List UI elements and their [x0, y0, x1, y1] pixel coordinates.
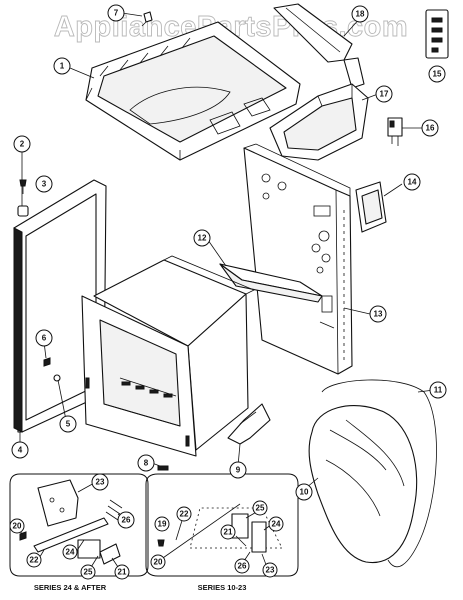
- inset-left-callout-26: 26: [117, 511, 135, 529]
- callout-6: 6: [35, 329, 53, 347]
- inset-right-callout-22: 22: [176, 506, 192, 522]
- inset-left-callout-21: 21: [114, 564, 130, 580]
- svg-text:2: 2: [20, 140, 25, 149]
- svg-text:25: 25: [256, 504, 265, 513]
- svg-text:14: 14: [408, 178, 417, 187]
- svg-text:12: 12: [198, 234, 207, 243]
- series-left-caption: SERIES 24 & AFTER: [34, 583, 107, 592]
- part-insulation: [308, 405, 418, 564]
- part-top-tray: [85, 21, 301, 161]
- part-control-strip: [425, 9, 449, 59]
- svg-text:11: 11: [434, 386, 443, 395]
- callout-13: 13: [369, 305, 387, 323]
- inset-right-callout-25: 25: [252, 500, 268, 516]
- inset-left-callout-22: 22: [26, 552, 42, 568]
- svg-text:26: 26: [238, 562, 247, 571]
- svg-text:17: 17: [380, 90, 389, 99]
- part-screw: [19, 179, 27, 194]
- part-screw-8: [157, 465, 169, 471]
- svg-text:18: 18: [356, 10, 365, 19]
- svg-text:6: 6: [42, 334, 47, 343]
- callout-9: 9: [229, 461, 247, 479]
- callout-18: 18: [351, 5, 369, 23]
- svg-text:25: 25: [84, 568, 93, 577]
- part-shelf-plate: [219, 263, 323, 303]
- inset-left-callout-25: 25: [80, 564, 96, 580]
- callout-3: 3: [35, 175, 53, 193]
- part-small-screws: [43, 357, 61, 382]
- svg-text:9: 9: [236, 466, 241, 475]
- part-rear-bracket: [273, 3, 365, 89]
- callout-2: 2: [13, 135, 31, 153]
- callout-4: 4: [11, 441, 29, 459]
- series-right-caption: SERIES 10-23: [198, 583, 247, 592]
- callout-1: 1: [53, 57, 71, 75]
- inset-right-callout-26: 26: [234, 558, 250, 574]
- part-vent-duct: [269, 83, 369, 161]
- svg-text:21: 21: [118, 568, 127, 577]
- svg-text:22: 22: [30, 556, 39, 565]
- svg-text:1: 1: [60, 62, 65, 71]
- part-side-panel: [243, 143, 353, 375]
- svg-text:19: 19: [158, 520, 167, 529]
- svg-text:20: 20: [13, 522, 22, 531]
- svg-text:20: 20: [154, 558, 163, 567]
- svg-text:15: 15: [433, 70, 442, 79]
- part-door-clip: [17, 205, 29, 217]
- callout-7: 7: [107, 4, 125, 22]
- svg-text:24: 24: [272, 520, 281, 529]
- svg-text:21: 21: [224, 528, 233, 537]
- inset-right-callout-24: 24: [268, 516, 284, 532]
- part-oven-cavity: [81, 255, 255, 457]
- callout-17: 17: [375, 85, 393, 103]
- svg-text:22: 22: [180, 510, 189, 519]
- callout-12: 12: [193, 229, 211, 247]
- part-switch: [387, 117, 403, 146]
- callout-11: 11: [429, 381, 447, 399]
- part-clip: [141, 11, 153, 27]
- inset-left-callout-20: 20: [9, 518, 25, 534]
- inset-right-callout-21: 21: [220, 524, 236, 540]
- svg-text:7: 7: [114, 9, 119, 18]
- inset-left-callout-24: 24: [62, 544, 78, 560]
- part-gasket: [321, 379, 437, 568]
- svg-text:10: 10: [300, 488, 309, 497]
- inset-right-callout-23: 23: [262, 562, 278, 578]
- callout-16: 16: [421, 119, 439, 137]
- inset-left-callout-23: 23: [91, 473, 109, 491]
- svg-text:5: 5: [66, 420, 71, 429]
- svg-text:16: 16: [426, 124, 435, 133]
- svg-text:3: 3: [42, 180, 47, 189]
- inset-right-callout-20: 20: [150, 554, 166, 570]
- svg-text:23: 23: [96, 478, 105, 487]
- svg-text:23: 23: [266, 566, 275, 575]
- callout-8: 8: [137, 454, 155, 472]
- inset-left: [9, 473, 149, 577]
- svg-text:4: 4: [18, 446, 23, 455]
- callout-14: 14: [403, 173, 421, 191]
- svg-text:8: 8: [144, 459, 149, 468]
- svg-text:24: 24: [66, 548, 75, 557]
- part-vent-box: [355, 181, 387, 233]
- callout-15: 15: [428, 65, 446, 83]
- inset-right-callout-19: 19: [154, 516, 170, 532]
- svg-text:26: 26: [122, 516, 131, 525]
- svg-text:13: 13: [374, 310, 383, 319]
- callout-10: 10: [295, 483, 313, 501]
- callout-5: 5: [59, 415, 77, 433]
